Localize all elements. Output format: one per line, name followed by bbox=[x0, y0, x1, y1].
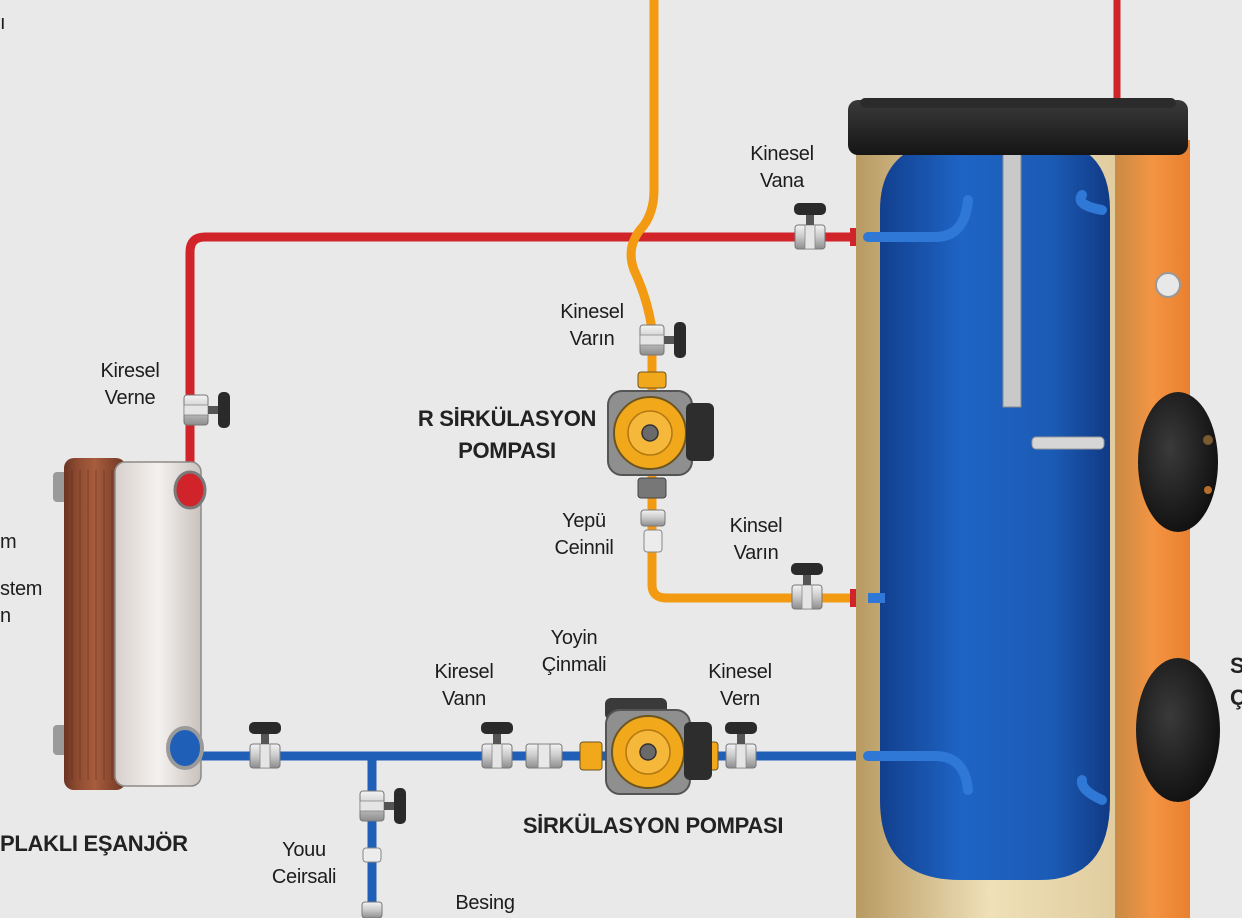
label-fitting-bottom-left: Youu Ceirsali bbox=[271, 839, 337, 888]
storage-tank bbox=[848, 98, 1220, 918]
union-fitting-down bbox=[362, 847, 382, 863]
label-exchanger: PLAKLI EŞANJÖR bbox=[0, 831, 188, 856]
plate-heat-exchanger bbox=[53, 458, 207, 790]
ball-valve-down[interactable] bbox=[359, 787, 407, 825]
union-fitting-bottom bbox=[525, 743, 563, 769]
hot-pipe-top bbox=[185, 232, 862, 490]
pump-top-fittings bbox=[637, 371, 667, 499]
label-edge-right: S Ç bbox=[1230, 653, 1242, 710]
warm-pipe-lower bbox=[647, 520, 860, 603]
union-fitting-down-2 bbox=[361, 901, 383, 918]
tank-flange-lower bbox=[1136, 658, 1220, 802]
ball-valve-bottom-3[interactable] bbox=[724, 721, 758, 769]
circulation-pump-top[interactable] bbox=[607, 390, 715, 476]
label-fitting-bottom: Yoyin Çinmali bbox=[541, 627, 607, 676]
label-pump-top: R SİRKÜLASYON POMPASI bbox=[417, 406, 597, 463]
label-valve-mid: Kinesel Varın bbox=[560, 301, 624, 350]
tank-flange-upper bbox=[1138, 392, 1218, 532]
label-valve-bottom-right: Kinesel Vern bbox=[708, 661, 772, 710]
label-valve-bottom-left: Kiresel Vann bbox=[434, 661, 494, 710]
union-fitting-orange bbox=[640, 509, 666, 553]
label-edge-left-1: m bbox=[0, 531, 17, 553]
label-bottom-text: Besing bbox=[455, 892, 515, 914]
label-fitting-mid: Yepü Ceinnil bbox=[554, 510, 614, 559]
ball-valve-left[interactable] bbox=[183, 391, 231, 429]
ball-valve-right-mid[interactable] bbox=[790, 562, 824, 610]
label-pump-bottom: SİRKÜLASYON POMPASI bbox=[522, 813, 784, 838]
warm-pipe bbox=[626, 0, 659, 335]
label-edge-left-2: stem n bbox=[0, 578, 43, 627]
tank-thermometer bbox=[1155, 272, 1181, 298]
ball-valve-bottom-2[interactable] bbox=[480, 721, 514, 769]
ball-valve-top-right[interactable] bbox=[793, 202, 827, 250]
ball-valve-bottom-1[interactable] bbox=[248, 721, 282, 769]
label-edge-top-left: ı bbox=[0, 12, 6, 34]
label-valve-right-mid: Kinsel Varın bbox=[729, 515, 783, 564]
circulation-pump-bottom[interactable] bbox=[579, 698, 719, 795]
ball-valve-orange-top[interactable] bbox=[639, 321, 687, 359]
label-valve-top-right: Kinesel Vana bbox=[750, 143, 814, 192]
label-valve-left: Kiresel Verne bbox=[100, 360, 160, 409]
